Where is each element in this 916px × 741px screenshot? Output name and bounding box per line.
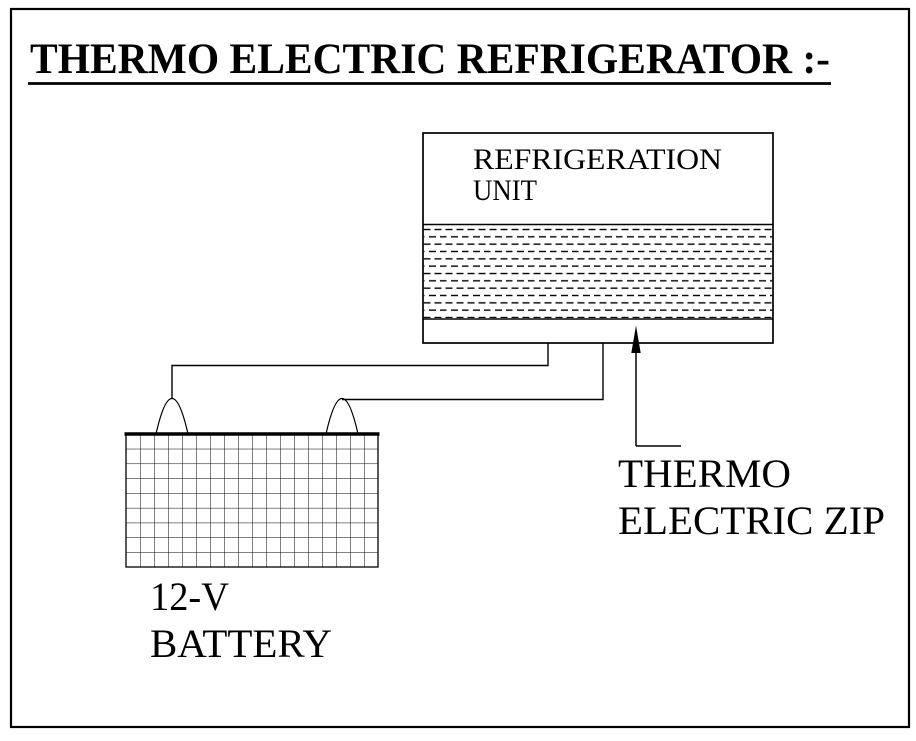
refrigeration-unit-label-line2: UNIT [473, 174, 537, 207]
wire-left [171, 343, 549, 399]
thermo-zip-label-line1: THERMO [618, 451, 791, 496]
battery-label-line2: BATTERY [150, 621, 332, 666]
page-border [9, 7, 911, 729]
thermo-zip-pointer-arrow [631, 325, 681, 447]
refrigeration-unit-label-line1: REFRIGERATION [473, 143, 722, 176]
thermo-zip-label-line2: ELECTRIC ZIP [618, 498, 885, 543]
battery-terminal-left [155, 398, 189, 435]
battery-label-line1: 12-V [150, 574, 229, 619]
page-title: THERMO ELECTRIC REFRIGERATOR :- [30, 36, 830, 83]
wire-right [342, 343, 604, 401]
refrigeration-unit-box [422, 132, 774, 344]
up-arrow-head-icon [631, 325, 641, 353]
insulation-hatch [423, 226, 773, 318]
battery-box [125, 433, 379, 568]
battery-terminal-right [325, 398, 359, 435]
